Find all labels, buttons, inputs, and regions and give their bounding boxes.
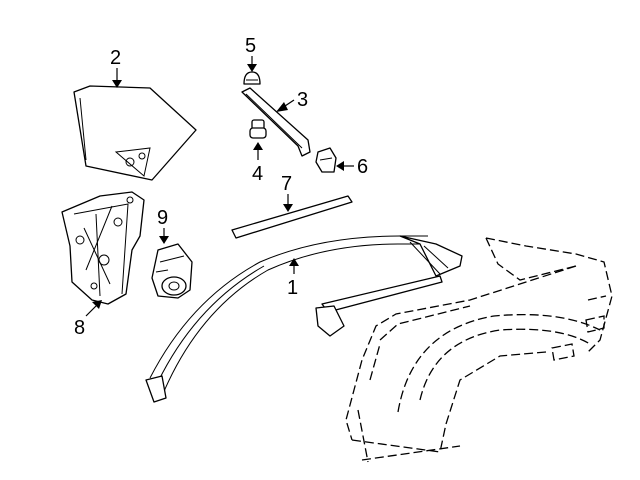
callout-8: 8	[74, 317, 85, 339]
part-8-window-regulator	[61, 191, 145, 305]
callout-5: 5	[245, 35, 256, 57]
part-6-clip	[315, 147, 337, 173]
callout-6: 6	[357, 156, 368, 178]
part-5-cap	[243, 71, 261, 85]
callout-3: 3	[297, 89, 308, 111]
callout-9: 9	[157, 207, 168, 229]
callout-7: 7	[281, 173, 292, 195]
part-7-belt-molding	[231, 195, 353, 239]
part-9-window-motor	[151, 243, 193, 299]
part-2-quarter-glass	[73, 85, 197, 181]
leader-lines	[85, 56, 354, 317]
callout-1: 1	[287, 277, 298, 299]
part-1-window-frame	[145, 235, 463, 403]
part-3-trim-strip	[241, 87, 311, 157]
callout-labels: 2 5 3 4 6 7 9 1 8	[74, 35, 368, 339]
callout-4: 4	[252, 163, 263, 185]
callout-2: 2	[110, 47, 121, 69]
rear-quarter-panel-reference	[345, 237, 613, 463]
part-4-fastener	[249, 119, 267, 139]
